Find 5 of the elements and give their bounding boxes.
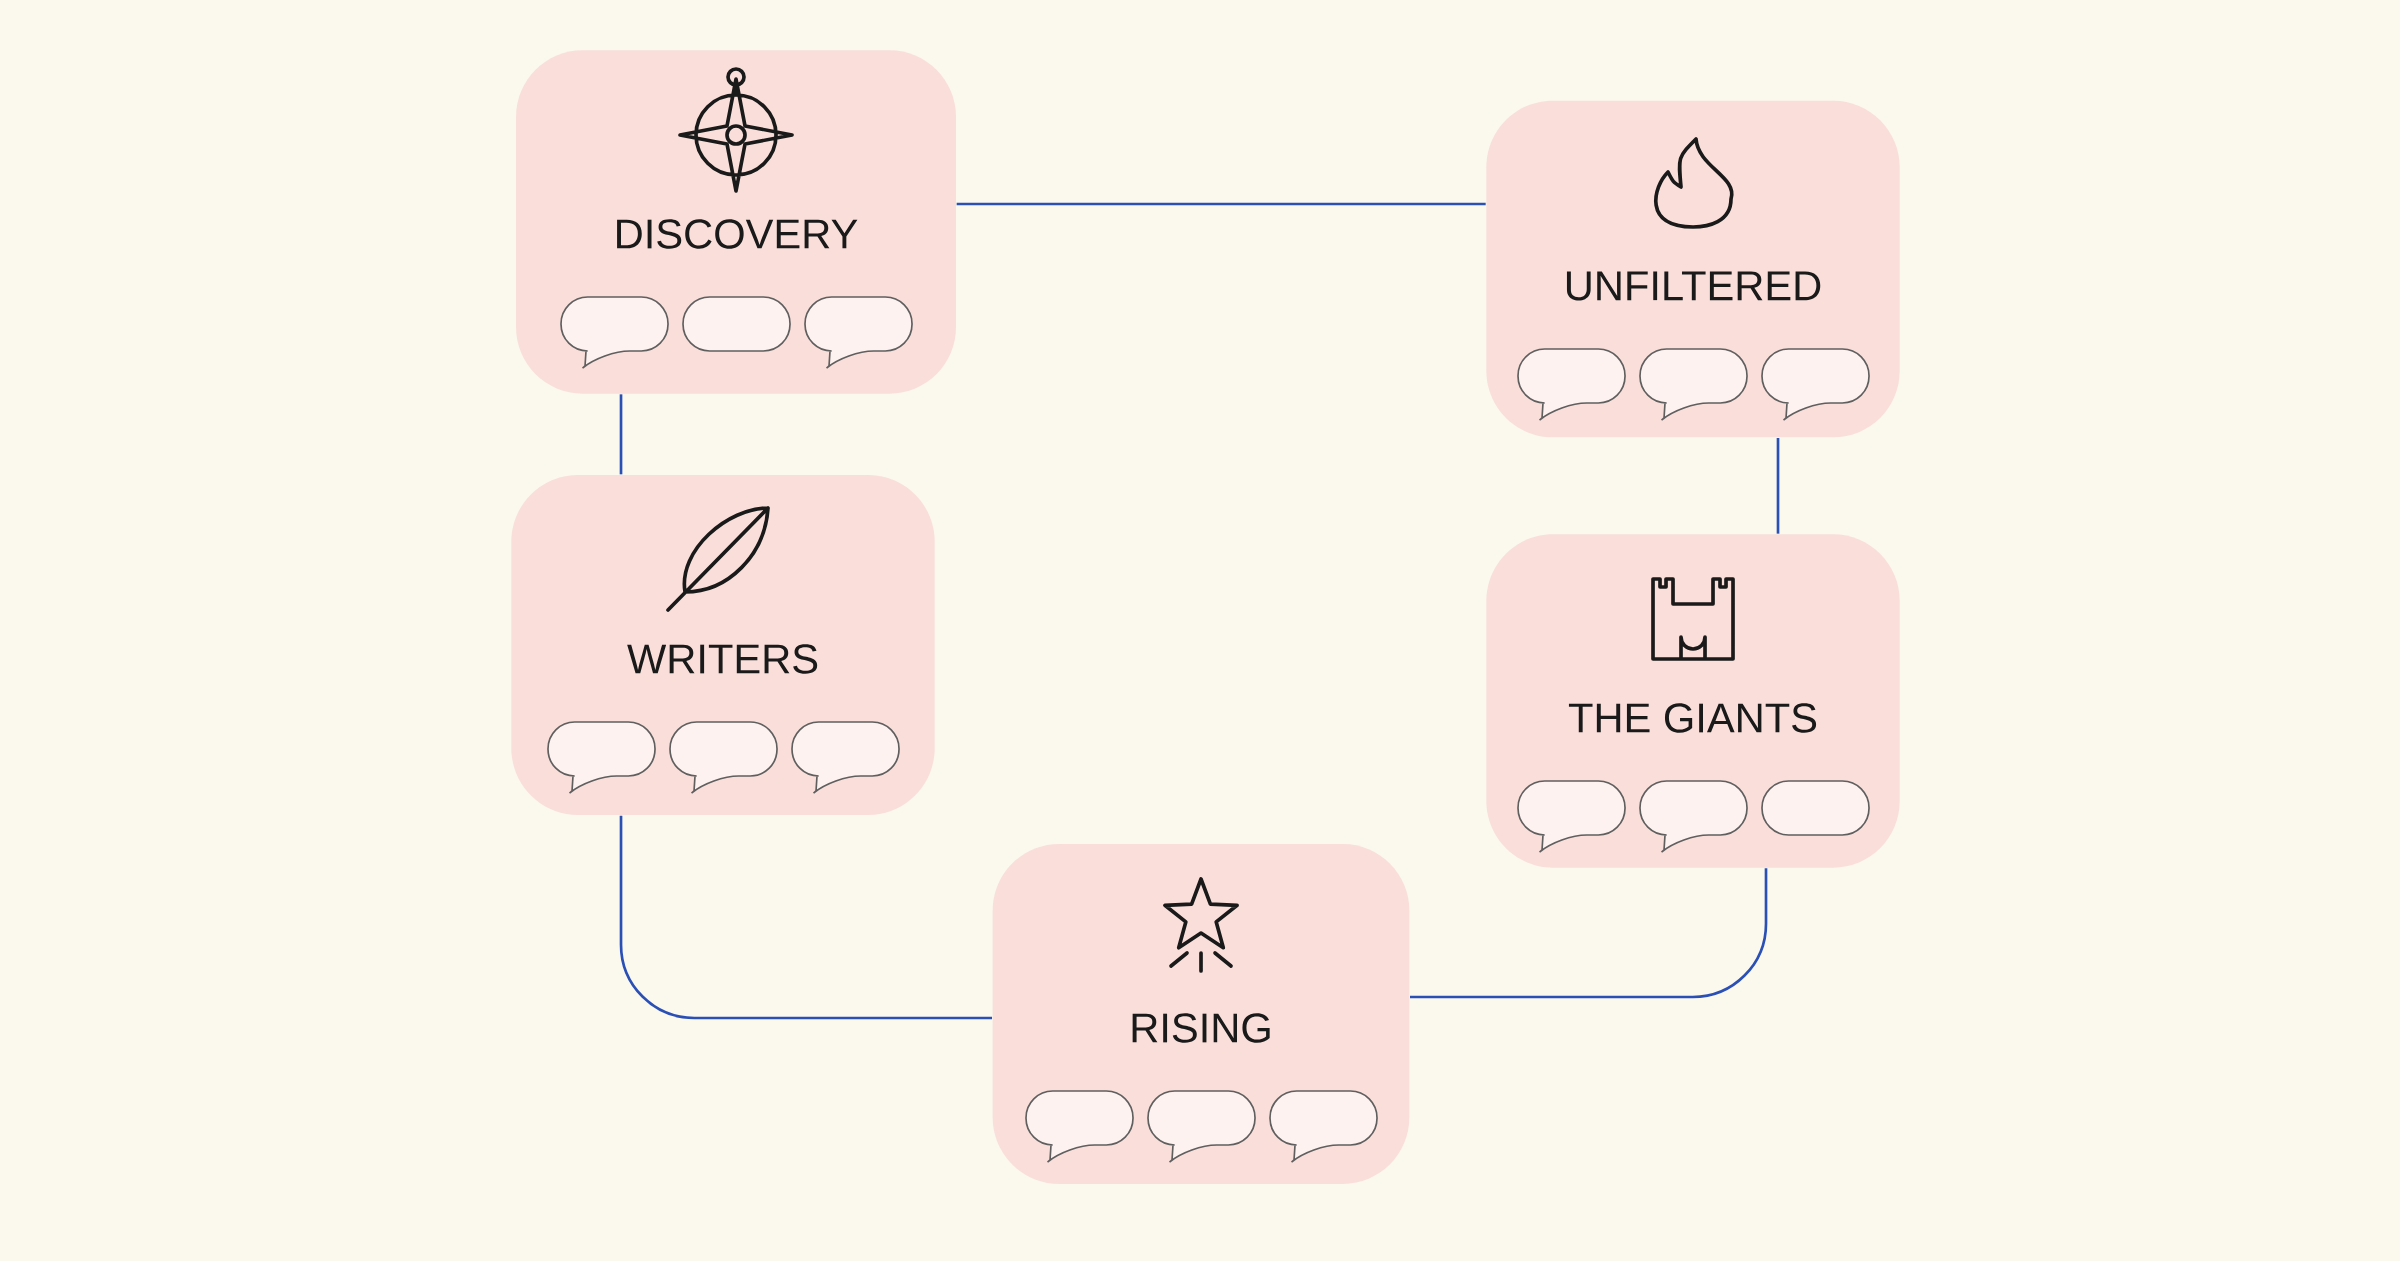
connector-line: [1776, 438, 1780, 534]
connector-line: [619, 394, 623, 475]
connector-line: [956, 202, 1486, 206]
connector-line: [1410, 868, 1768, 999]
connector-line: [619, 815, 992, 1020]
